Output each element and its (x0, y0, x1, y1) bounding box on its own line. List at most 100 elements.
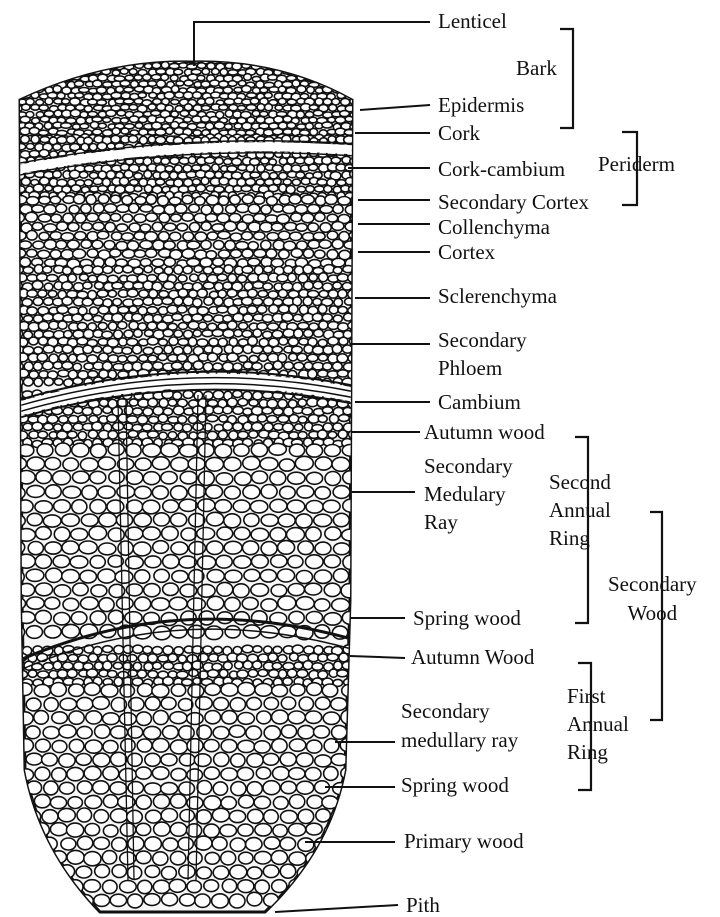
tissue-cell (204, 740, 219, 752)
tissue-cell (8, 541, 25, 554)
tissue-cell (133, 299, 144, 306)
tissue-cell (7, 222, 20, 232)
tissue-cell (317, 179, 327, 185)
tissue-cell (174, 330, 183, 337)
tissue-cell (196, 810, 212, 824)
tissue-cell (163, 555, 179, 569)
tissue-cell (314, 250, 325, 258)
tissue-cell (309, 105, 318, 110)
tissue-cell (10, 186, 18, 193)
tissue-cell (17, 529, 35, 542)
tissue-cell (287, 500, 305, 513)
tissue-cell (153, 541, 169, 554)
tissue-cell (93, 222, 105, 230)
tissue-cell (114, 677, 123, 686)
tissue-cell (324, 583, 340, 596)
tissue-cell (152, 739, 169, 753)
tissue-cell (9, 205, 20, 213)
tissue-cell (80, 274, 89, 281)
tissue-cell (45, 458, 61, 470)
tissue-cell (233, 423, 243, 431)
tissue-cell (264, 646, 272, 653)
tissue-cell (20, 258, 31, 267)
tissue-cell (144, 584, 160, 597)
tissue-cell (264, 894, 279, 907)
tissue-cell (97, 290, 108, 297)
tissue-cell (281, 810, 298, 823)
tissue-cell (132, 314, 143, 322)
tissue-cell (307, 354, 318, 361)
tissue-cell (163, 500, 179, 513)
tissue-cell (207, 596, 224, 610)
tissue-cell (114, 266, 123, 274)
tissue-cell (62, 297, 72, 305)
tissue-cell (129, 116, 138, 123)
tissue-cell (350, 158, 359, 165)
tissue-cell (348, 654, 359, 661)
tissue-cell (35, 767, 50, 780)
tissue-cell (161, 472, 177, 484)
tissue-cell (50, 196, 60, 204)
tissue-cell (271, 851, 287, 865)
tissue-cell (104, 204, 117, 213)
tissue-cell (9, 698, 23, 712)
tissue-cell (341, 767, 356, 779)
tissue-cell (197, 528, 215, 540)
tissue-cell (142, 500, 159, 514)
tissue-cell (233, 390, 242, 397)
tissue-cell (9, 725, 24, 739)
tissue-cell (33, 297, 43, 305)
tissue-cell (33, 241, 44, 249)
tissue-cell (213, 782, 227, 795)
tissue-cell (250, 172, 260, 178)
tissue-cell (332, 599, 350, 612)
tissue-cell (39, 130, 49, 135)
tissue-cell (76, 754, 91, 766)
tissue-cell (267, 416, 278, 423)
tissue-cell (207, 512, 224, 526)
tissue-cell (243, 314, 253, 322)
tissue-cell (76, 68, 84, 75)
tissue-cell (129, 69, 137, 75)
label-periderm: Periderm (598, 152, 675, 176)
tissue-cell (279, 250, 290, 259)
tissue-cell (111, 57, 121, 64)
tissue-cell (59, 354, 68, 362)
tissue-cell (194, 754, 211, 767)
tissue-cell (323, 75, 333, 81)
tissue-cell (73, 378, 83, 385)
tissue-cell (93, 178, 102, 185)
tissue-cell (99, 353, 109, 361)
tissue-cell (197, 867, 212, 879)
tissue-cell (206, 214, 218, 222)
tissue-cell (77, 781, 92, 794)
tissue-cell (1, 556, 17, 570)
tissue-cell (45, 76, 53, 81)
tissue-cell (349, 186, 360, 193)
tissue-cell (127, 500, 143, 513)
tissue-cell (18, 86, 26, 93)
tissue-cell (153, 157, 161, 164)
tissue-cell (264, 697, 278, 709)
tissue-cell (207, 541, 224, 554)
tissue-cell (124, 99, 134, 104)
tissue-cell (305, 768, 321, 781)
tissue-cell (53, 171, 62, 178)
tissue-cell (353, 298, 363, 305)
tissue-cell (103, 407, 112, 414)
tissue-cell (123, 645, 133, 653)
tissue-cell (4, 57, 12, 63)
tissue-cell (174, 265, 183, 274)
tissue-cell (227, 289, 237, 297)
tissue-cell (298, 725, 314, 738)
tissue-cell (140, 57, 149, 63)
tissue-cell (328, 136, 336, 143)
tissue-cell (154, 822, 170, 836)
tissue-cell (318, 415, 327, 422)
tissue-cell (182, 213, 194, 221)
tissue-cell (249, 431, 258, 438)
tissue-cell (263, 753, 279, 765)
tissue-cell (44, 205, 57, 214)
tissue-cell (18, 274, 27, 282)
